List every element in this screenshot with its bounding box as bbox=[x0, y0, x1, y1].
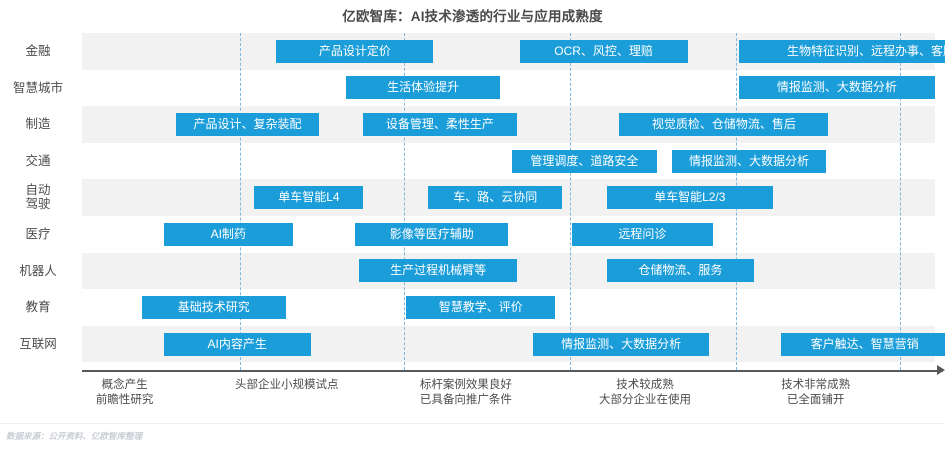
category-label-制造: 制造 bbox=[0, 117, 76, 131]
maturity-bar[interactable]: 生产过程机械臂等 bbox=[359, 259, 518, 283]
maturity-bar[interactable]: 产品设计定价 bbox=[276, 39, 434, 63]
x-axis-arrow-icon bbox=[937, 365, 945, 375]
maturity-bar[interactable]: 单车智能L2/3 bbox=[606, 186, 773, 210]
category-label-line: 医疗 bbox=[25, 227, 51, 241]
gridline-5 bbox=[900, 33, 902, 370]
category-label-line: 制造 bbox=[25, 117, 51, 132]
category-label-交通: 交通 bbox=[0, 154, 76, 168]
category-label-line: 驾驶 bbox=[25, 197, 51, 212]
maturity-bar[interactable]: 情报监测、大数据分析 bbox=[533, 332, 709, 356]
x-axis-line bbox=[82, 370, 943, 372]
footer-divider bbox=[0, 423, 945, 424]
maturity-bar[interactable]: AI制药 bbox=[163, 222, 293, 246]
maturity-bar[interactable]: 仓储物流、服务 bbox=[606, 259, 755, 283]
maturity-bar[interactable]: 智慧教学、评价 bbox=[406, 296, 556, 319]
maturity-bar[interactable]: 基础技术研究 bbox=[141, 296, 286, 319]
maturity-bar[interactable]: 视觉质检、仓储物流、售后 bbox=[619, 113, 829, 136]
stage-label-line: 概念产生 bbox=[101, 379, 148, 391]
maturity-bar[interactable]: 情报监测、大数据分析 bbox=[738, 76, 935, 100]
maturity-bar[interactable]: 车、路、云协同 bbox=[428, 186, 563, 210]
maturity-bar[interactable]: 生活体验提升 bbox=[346, 76, 500, 100]
maturity-bar[interactable]: 影像等医疗辅助 bbox=[354, 222, 509, 246]
stage-label-line: 头部企业小规模试点 bbox=[234, 379, 339, 391]
stage-label-line: 技术较成熟 bbox=[616, 379, 674, 391]
source-note: 数据来源：公开资料、亿欧智库整理 bbox=[6, 431, 143, 441]
stage-label-line: 已具备向推广条件 bbox=[419, 393, 512, 406]
maturity-bar[interactable]: AI内容产生 bbox=[163, 332, 311, 356]
category-label-自动驾驶: 自动驾驶 bbox=[0, 183, 76, 211]
maturity-bar[interactable]: 产品设计、复杂装配 bbox=[175, 113, 320, 136]
stage-4-label: 技术较成熟大部分企业在使用 bbox=[565, 378, 725, 407]
gridline-1 bbox=[239, 33, 241, 370]
category-label-line: 金融 bbox=[25, 44, 51, 58]
maturity-bar[interactable]: 设备管理、柔性生产 bbox=[362, 113, 518, 136]
maturity-bar[interactable]: 单车智能L4 bbox=[254, 186, 364, 210]
category-label-机器人: 机器人 bbox=[0, 264, 76, 278]
stage-label-line: 技术非常成熟 bbox=[781, 379, 851, 391]
stage-2-label: 头部企业小规模试点 bbox=[207, 378, 367, 393]
category-label-智慧城市: 智慧城市 bbox=[0, 81, 76, 95]
maturity-bar[interactable]: 管理调度、道路安全 bbox=[511, 149, 657, 173]
stage-3-label: 标杆案例效果良好已具备向推广条件 bbox=[386, 378, 546, 407]
stage-label-line: 已全面铺开 bbox=[786, 393, 845, 406]
gridline-3 bbox=[569, 33, 571, 370]
gridline-2 bbox=[403, 33, 405, 370]
category-label-line: 智慧城市 bbox=[12, 80, 63, 95]
maturity-bar[interactable]: 生物特征识别、远程办事、客服 bbox=[738, 39, 945, 63]
category-label-医疗: 医疗 bbox=[0, 227, 76, 241]
maturity-bar[interactable]: 情报监测、大数据分析 bbox=[672, 149, 826, 173]
category-label-教育: 教育 bbox=[0, 300, 76, 314]
category-label-line: 互联网 bbox=[19, 336, 57, 351]
category-label-line: 自动 bbox=[25, 183, 51, 198]
page-title: 亿欧智库：AI技术渗透的行业与应用成熟度 bbox=[342, 9, 603, 24]
maturity-bar[interactable]: 客户触达、智慧营销 bbox=[781, 332, 945, 356]
maturity-bar[interactable]: OCR、风控、理赔 bbox=[519, 39, 688, 63]
category-label-line: 交通 bbox=[25, 153, 51, 168]
category-label-金融: 金融 bbox=[0, 44, 76, 58]
stage-label-line: 前瞻性研究 bbox=[95, 393, 154, 406]
category-label-line: 教育 bbox=[25, 300, 51, 315]
maturity-bar[interactable]: 远程问诊 bbox=[571, 222, 714, 246]
stage-label-line: 大部分企业在使用 bbox=[598, 393, 691, 406]
stage-5-label: 技术非常成熟已全面铺开 bbox=[736, 378, 896, 407]
stage-1-label: 概念产生前瞻性研究 bbox=[45, 378, 205, 407]
category-label-line: 机器人 bbox=[19, 263, 57, 278]
stage-label-line: 标杆案例效果良好 bbox=[419, 379, 512, 391]
category-label-互联网: 互联网 bbox=[0, 337, 76, 351]
